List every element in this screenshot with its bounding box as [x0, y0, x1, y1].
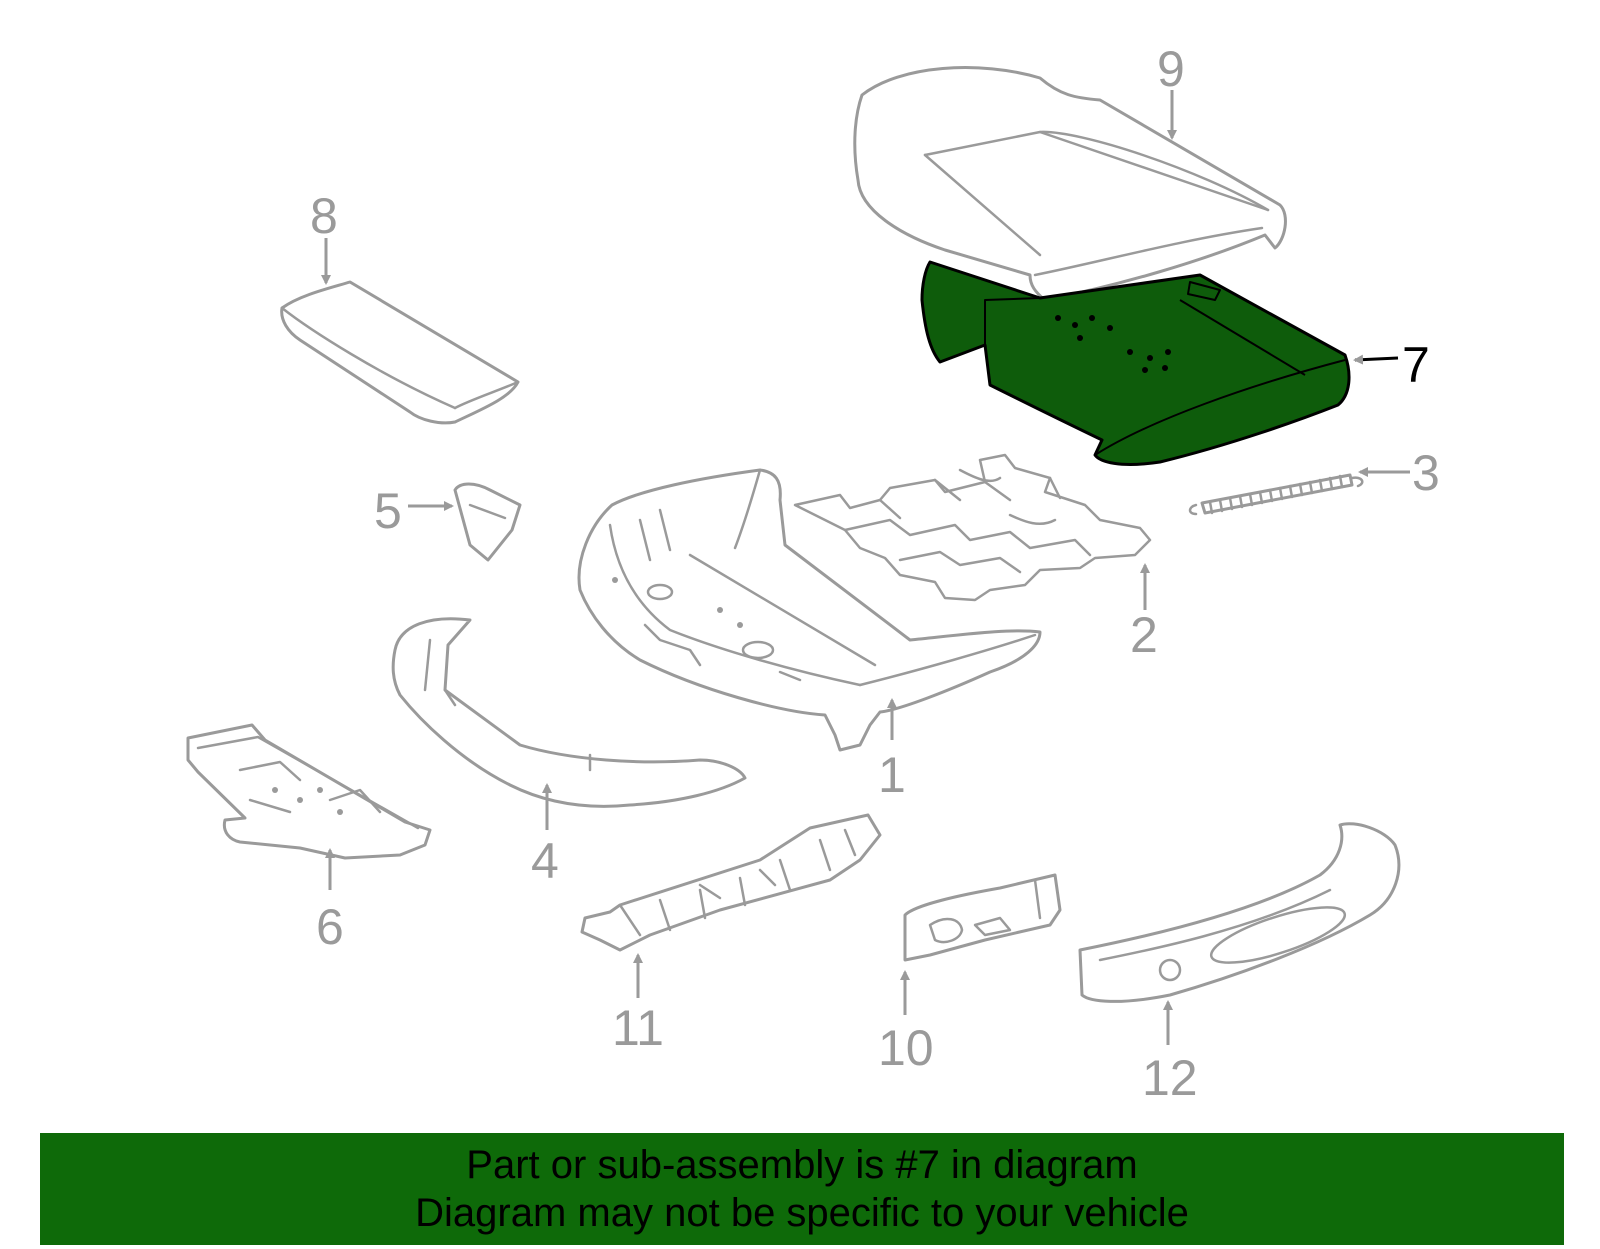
callout-12: 12 [1142, 1050, 1198, 1106]
callout-11: 11 [612, 1000, 664, 1056]
part-3-spring[interactable] [1188, 473, 1364, 516]
callout-10: 10 [878, 1020, 934, 1076]
callout-6: 6 [316, 899, 344, 955]
callout-1: 1 [878, 747, 906, 803]
banner-line-part: Part or sub-assembly is #7 in diagram [466, 1143, 1138, 1187]
part-5-bracket[interactable] [453, 482, 522, 562]
leader-arrows [321, 90, 1410, 1045]
part-9-cushion-cover[interactable] [853, 66, 1287, 302]
callout-9: 9 [1157, 41, 1185, 97]
banner-line-disclaimer: Diagram may not be specific to your vehi… [415, 1191, 1189, 1235]
part-12-side-shield[interactable] [1078, 822, 1401, 1003]
callout-4: 4 [531, 833, 559, 889]
callout-5: 5 [374, 483, 402, 539]
arrow-7 [1353, 354, 1399, 365]
part-10-switch-panel[interactable] [903, 873, 1062, 962]
part-2-spring-mat[interactable] [793, 453, 1152, 602]
part-6-mounting-plate[interactable] [186, 723, 432, 860]
callout-2: 2 [1130, 607, 1158, 663]
callout-8: 8 [310, 188, 338, 244]
callout-7: 7 [1402, 337, 1430, 393]
part-7-cushion-pad[interactable] [920, 260, 1351, 466]
part-11-seat-track[interactable] [580, 813, 882, 952]
seat-parts-diagram: 9 8 7 3 5 2 1 4 6 11 10 12 [186, 41, 1440, 1106]
part-8-trim-panel[interactable] [280, 280, 520, 425]
part-4-front-trim[interactable] [391, 617, 747, 808]
part-1-seat-frame[interactable] [577, 468, 1042, 752]
callout-3: 3 [1412, 445, 1440, 501]
info-banner: Part or sub-assembly is #7 in diagram Di… [40, 1133, 1564, 1245]
